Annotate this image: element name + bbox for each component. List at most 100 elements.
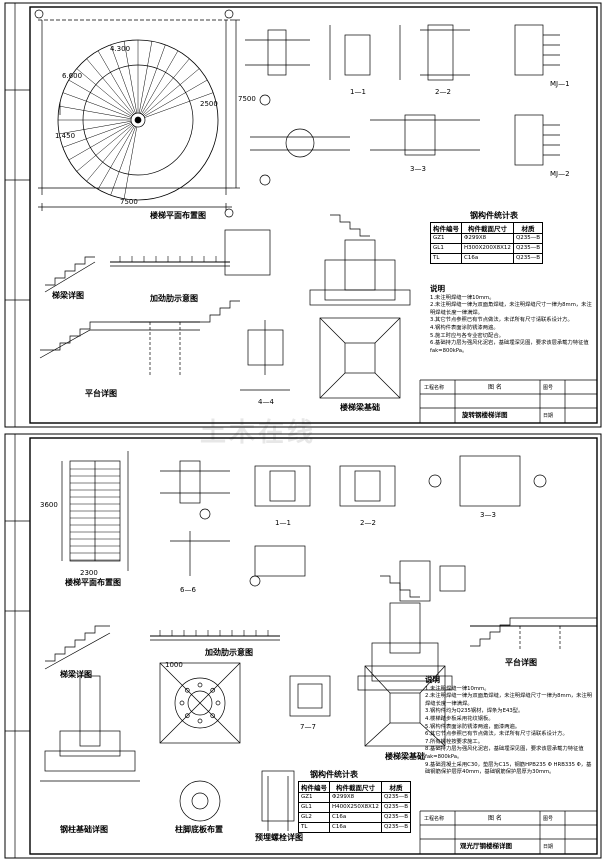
bolt-hole [215,700,221,706]
table-cell: TL [298,822,330,833]
table-cell: Q235—B [512,243,544,254]
table-header-1: 构件截面尺寸 [461,222,514,234]
table-cell: GZ1 [430,233,462,244]
note-item: 2.未注明焊缝一律为双面角焊缝，未注明焊缝尺寸一律为8mm，未注明焊缝长度一律满… [430,302,592,316]
title-platform-detail: 平台详图 [85,389,117,398]
table-header-0: 构件编号 [298,781,330,793]
bolt-hole [184,687,190,693]
dim-radius: 6.600 [62,72,83,80]
note-item: 6.基础持力层为强风化泥岩，基础埋深见图，要求该层承载力特征值fak=800kP… [430,340,589,354]
table-cell: GL1 [430,243,462,254]
tb2-item: 图 名 [488,815,502,822]
title-anchor-detail: 预埋螺栓详图 [255,833,303,842]
drawing-sheet-2: 楼梯平面布置图 梯梁详图 加劲肋示意图 平台详图 钢柱基础详图 柱脚底板布置 预… [0,431,610,861]
note-item: 5.施工时应与各专业密切配合。 [430,332,504,339]
dim-height: 7500 [238,95,256,103]
tb2-sheet-no: 图号 [543,816,554,822]
notes-1: 说明 1.未注明焊缝一律10mm。2.未注明焊缝一律为双面角焊缝，未注明焊缝尺寸… [430,285,595,355]
dim-2500: 2500 [200,100,218,108]
table-cell: C16a [329,812,382,823]
label-2-sec-7-7: 7—7 [300,723,316,731]
bolt-hole [210,713,216,719]
tb2-project: 工程名称 [424,816,445,822]
table-cell: GL2 [298,812,330,823]
drawing-line [143,79,208,117]
table-cell: GZ1 [298,792,330,803]
drawing-line [110,126,136,196]
note-item: 7.所有螺栓按要求施工。 [425,738,484,745]
drawing-line [144,92,214,118]
title-column-foundation: 钢柱基础详图 [60,825,108,834]
drawing-line [68,79,133,117]
label-sec-2-2: 2—2 [435,88,451,96]
tb2-drawing-title: 观光厅钢楼梯详图 [460,842,512,850]
title-stair-beam-detail: 梯梁详图 [52,291,84,300]
label-sec-4-4: 4—4 [258,398,274,406]
drawing-line [76,124,133,172]
tb1-project: 工程名称 [424,385,445,391]
note-item: 4.钢构件表面涂防锈漆两遍。 [430,324,499,331]
notes-1-heading: 说明 [430,284,445,293]
title-stair-foundation-2: 楼梯梁基础 [385,752,425,761]
title-stair-plan: 楼梯平面布置图 [150,211,206,220]
bolt-hole [197,682,203,688]
title-steel-stats-2: 钢构件统计表 [310,770,358,779]
drawing-line [123,41,138,114]
drawing-line [138,41,153,114]
table-cell: TL [430,253,462,264]
drawing-sheet-1: 楼梯平面布置图 梯梁详图 加劲肋示意图 平台详图 楼梯梁基础 钢构件统计表 1—… [0,0,610,430]
note-item: 4.楼梯踏步板采用花纹钢板。 [425,715,494,722]
drawing-line [140,44,166,114]
table-cell: C16a [461,253,514,264]
drawing-line [62,122,132,148]
label-mj1: MJ—1 [550,80,570,88]
drawing-line [86,125,134,182]
drawing-line [59,120,132,135]
title-stair-foundation: 楼梯梁基础 [340,403,380,412]
note-item: 3.其它节点参照已有节点做法，未详所有尺寸请联系设计方。 [430,317,573,324]
table-cell: Q235—B [512,253,544,264]
table-cell: C16a [329,822,382,833]
bolt-hole [179,700,185,706]
label-2-sec-3-3: 3—3 [480,511,496,519]
table-cell: Q235—B [380,812,412,823]
note-item: 1.未注明焊缝一律10mm。 [430,294,495,301]
title-platform-detail-2: 平台详图 [505,658,537,667]
title-rib-detail: 加劲肋示意图 [150,294,198,303]
table-header-1: 构件截面尺寸 [329,781,382,793]
sheet-2-linework [4,433,602,859]
drawing-line [76,68,133,116]
bolt-hole [210,687,216,693]
table-header-2: 材质 [512,222,544,234]
note-item: 6.其它节点参照已有节点做法，未详所有尺寸请联系设计方。 [425,731,568,738]
dim-2-2300: 2300 [80,569,98,577]
table-cell: Q235—B [512,233,544,244]
dim-width: 7500 [120,198,138,206]
tb1-item: 图 名 [488,384,502,391]
table-header-2: 材质 [380,781,412,793]
table-cell: Q235—B [380,802,412,813]
label-sec-1-1: 1—1 [350,88,366,96]
dim-level-top: 4.300 [110,45,131,53]
label-2-sec-1-1: 1—1 [275,519,291,527]
note-item: 3.钢构件均为Q235钢材，焊条为E43型。 [425,708,524,715]
note-item: 2.未注明焊缝一律为双面角焊缝，未注明焊缝尺寸一律为8mm，未注明焊缝长度一律满… [425,693,593,707]
drawing-line [123,126,138,199]
table-cell: Φ299X8 [461,233,514,244]
title-steel-stats: 钢构件统计表 [470,211,518,220]
tb1-date: 日期 [543,413,554,419]
note-item: 9.基础混凝土采用C30，垫层为C15，钢筋HPB235 Φ HRB335 Φ，… [425,761,592,776]
drawing-line [68,123,133,161]
bolt-hole [184,713,190,719]
drawing-line [62,92,132,118]
note-item: 8.基础持力层为强风化泥岩，基础埋深见图，要求该层承载力特征值fak=800kP… [425,746,584,760]
table-cell: H400X250X8X12 [329,802,382,813]
drawing-line [86,58,134,115]
